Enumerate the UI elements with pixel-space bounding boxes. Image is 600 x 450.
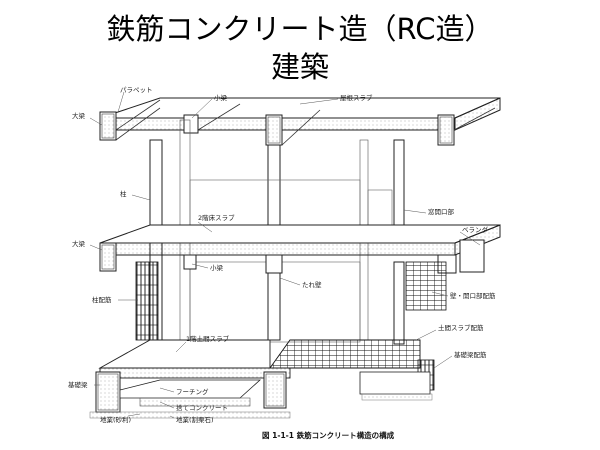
label-floor2-slab: 2階床スラブ bbox=[198, 213, 235, 222]
label-big-beam-top: 大梁 bbox=[72, 111, 86, 120]
label-ground-slab-rebar: 土間スラブ配筋 bbox=[438, 323, 484, 332]
label-small-beam-top: 小梁 bbox=[214, 93, 228, 102]
label-roof-slab: 屋根スラブ bbox=[340, 93, 373, 102]
label-gravel-1: 地業(砂利) bbox=[100, 415, 131, 424]
wall-opening-rebar bbox=[405, 261, 447, 311]
label-exterior-opening: 窓開口部 bbox=[428, 207, 455, 216]
slide-title: 鉄筋コンクリート造（RC造） 建築 bbox=[0, 10, 600, 86]
label-big-beam-mid: 大梁 bbox=[72, 239, 86, 248]
label-foundation-beam: 基礎梁 bbox=[68, 380, 88, 389]
label-small-beam-mid: 小梁 bbox=[210, 263, 224, 272]
roof-slab bbox=[99, 97, 501, 146]
leader-lines bbox=[89, 91, 481, 419]
label-column-rebar: 柱配筋 bbox=[92, 295, 112, 304]
label-wall-opening-rebar: 壁・開口部配筋 bbox=[450, 291, 496, 300]
label-hanging-wall: たれ壁 bbox=[302, 280, 322, 289]
column-rebar bbox=[135, 261, 159, 341]
label-veranda: ベランダ bbox=[462, 225, 489, 234]
title-line-2: 建築 bbox=[270, 50, 329, 84]
label-lean-concrete: 捨てコンクリート bbox=[176, 403, 228, 412]
label-column: 柱 bbox=[120, 189, 127, 198]
figure-caption: 図 1-1-1 鉄筋コンクリート構造の構成 bbox=[262, 430, 395, 440]
foundation bbox=[89, 371, 433, 419]
floor1-slab bbox=[98, 339, 421, 379]
label-parapet: パラペット bbox=[120, 86, 153, 94]
label-gravel-2: 地業(割栗石) bbox=[176, 415, 214, 424]
label-foundation-beam-rebar: 基礎梁配筋 bbox=[454, 350, 487, 359]
title-line-1: 鉄筋コンクリート造（RC造） bbox=[106, 12, 494, 46]
label-floor1-slab: 1階土間スラブ bbox=[186, 334, 230, 343]
label-footing: フーチング bbox=[176, 387, 209, 396]
floor2-slab bbox=[99, 224, 501, 274]
